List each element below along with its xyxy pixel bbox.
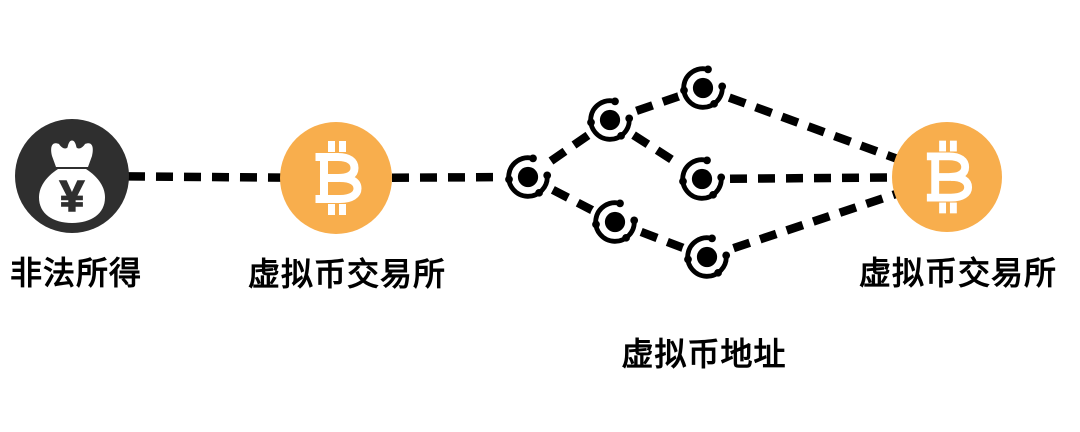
label-exchange-left: 虚拟币交易所 xyxy=(247,256,447,292)
crypto-address-orbit-icon xyxy=(680,230,734,284)
label-illegal-income: 非法所得 xyxy=(9,255,143,291)
crypto-address-orbit-icon xyxy=(675,152,729,206)
label-crypto-addresses: 虚拟币地址 xyxy=(621,336,787,372)
crypto-address-node xyxy=(588,195,642,249)
money-bag-yen-icon: ¥ xyxy=(15,119,129,233)
crypto-address-node xyxy=(675,152,729,206)
crypto-address-orbit-icon xyxy=(583,93,637,147)
label-exchange-right: 虚拟币交易所 xyxy=(858,255,1058,291)
exchange-right-node xyxy=(892,122,1002,232)
crypto-address-node xyxy=(676,61,730,115)
illegal-income-node: ¥ xyxy=(15,119,129,233)
yen-symbol: ¥ xyxy=(60,172,85,221)
crypto-address-orbit-icon xyxy=(676,61,730,115)
exchange-left-node xyxy=(280,122,392,234)
bitcoin-icon xyxy=(280,122,392,234)
crypto-address-orbit-icon xyxy=(501,150,555,204)
bitcoin-icon xyxy=(892,122,1002,232)
crypto-address-orbit-icon xyxy=(588,195,642,249)
crypto-address-node xyxy=(583,93,637,147)
crypto-address-node xyxy=(501,150,555,204)
crypto-address-node xyxy=(680,230,734,284)
